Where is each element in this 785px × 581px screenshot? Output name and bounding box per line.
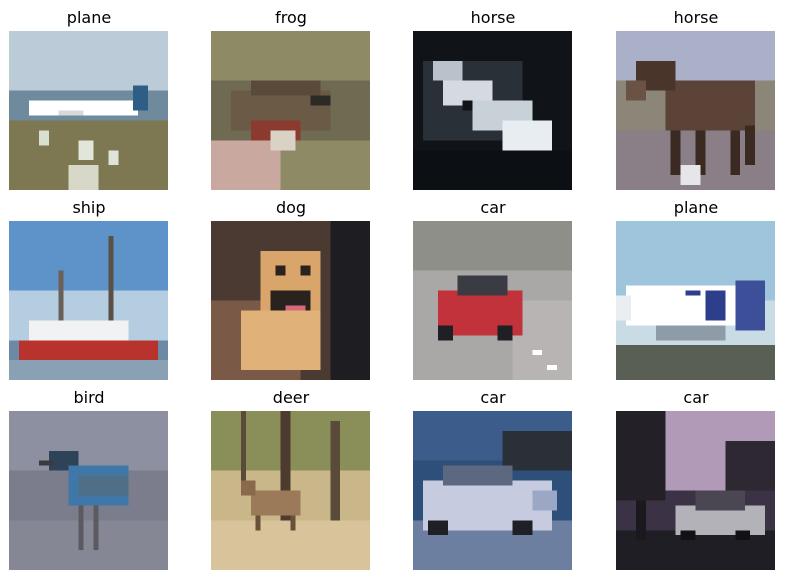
image-label: bird (73, 388, 105, 407)
image-thumbnail (413, 411, 572, 570)
image-label: deer (272, 388, 310, 407)
image-thumbnail (211, 221, 370, 380)
image-label: car (683, 388, 709, 407)
image-label: plane (673, 198, 719, 217)
car-image (616, 411, 775, 570)
image-label: car (480, 198, 506, 217)
image-thumbnail (211, 411, 370, 570)
plane-image (9, 31, 168, 190)
image-thumbnail (9, 221, 168, 380)
image-label: plane (66, 8, 112, 27)
image-label: frog (275, 8, 307, 27)
image-thumbnail (616, 221, 775, 380)
ship-image (9, 221, 168, 380)
image-thumbnail (9, 31, 168, 190)
image-thumbnail (413, 221, 572, 380)
image-thumbnail (616, 31, 775, 190)
car-image (413, 411, 572, 570)
image-thumbnail (413, 31, 572, 190)
dog-image (211, 221, 370, 380)
frog-image (211, 31, 370, 190)
image-label: car (480, 388, 506, 407)
bird-image (9, 411, 168, 570)
image-label: ship (72, 198, 106, 217)
image-thumbnail (211, 31, 370, 190)
plane-image (616, 221, 775, 380)
horse-image (616, 31, 775, 190)
horse-image (413, 31, 572, 190)
image-label: horse (470, 8, 516, 27)
image-label: dog (275, 198, 307, 217)
image-label: horse (673, 8, 719, 27)
car-image (413, 221, 572, 380)
deer-image (211, 411, 370, 570)
image-thumbnail (9, 411, 168, 570)
image-thumbnail (616, 411, 775, 570)
